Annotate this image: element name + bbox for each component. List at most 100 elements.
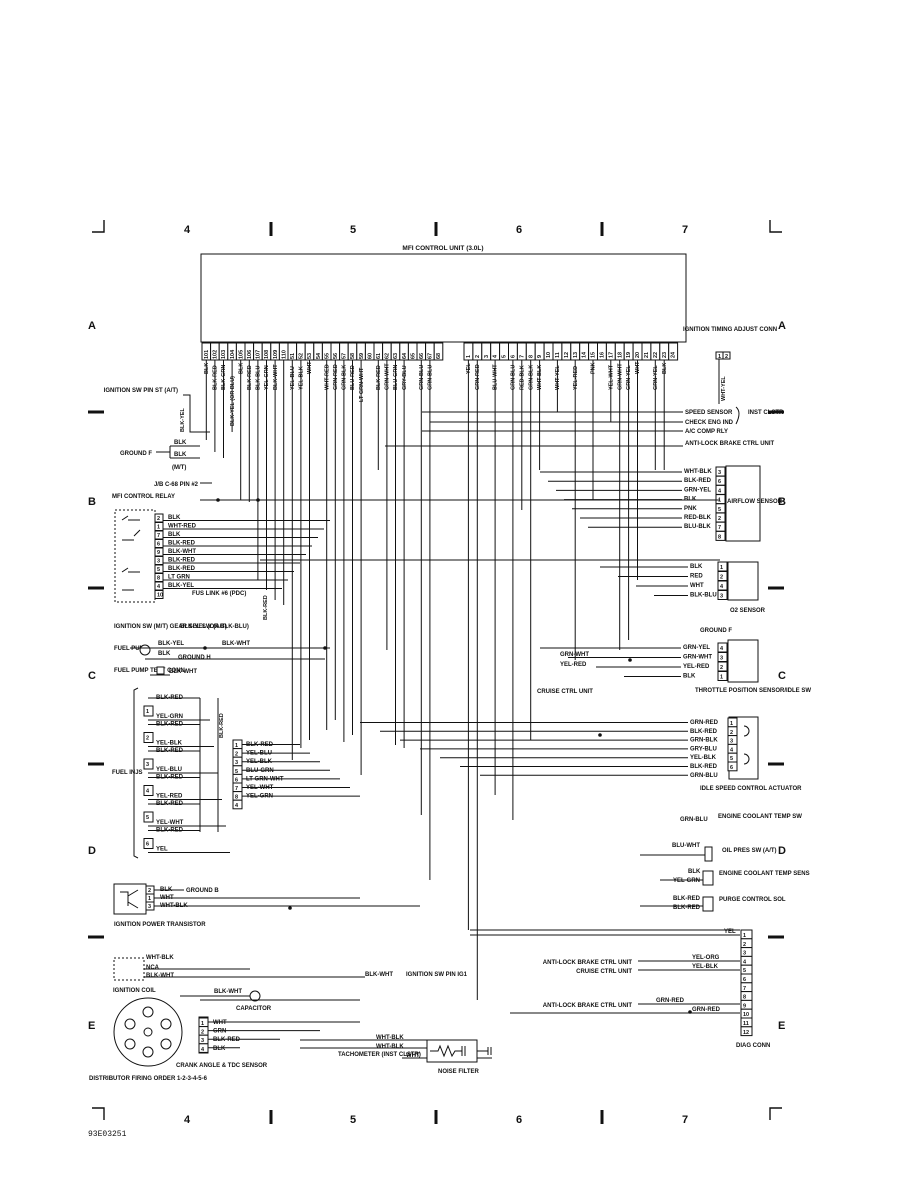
relay-wire-label: BLK-RED bbox=[168, 558, 196, 564]
ecu-wire-label: BLK-BLU bbox=[256, 366, 262, 390]
diag-wire-label: GRN-RED bbox=[692, 1007, 721, 1013]
col-label: 6 bbox=[516, 1114, 522, 1126]
row-label: A bbox=[88, 320, 96, 332]
relay-wire-label: WHT-RED bbox=[168, 524, 197, 530]
transistor-pin-number: 3 bbox=[148, 904, 151, 910]
ecu-pin-number: 23 bbox=[662, 352, 668, 358]
dist-pin-number: 4 bbox=[201, 1047, 205, 1053]
inj-conn-pin-number: 5 bbox=[235, 769, 238, 775]
relay-wire-label: BLK-RED bbox=[168, 566, 196, 572]
column-labels-top: 4 5 6 7 bbox=[184, 224, 688, 236]
corner-mark-bl bbox=[92, 1107, 105, 1120]
wire-label: WHT-BLK bbox=[146, 955, 174, 961]
dist-pin-number: 3 bbox=[201, 1038, 204, 1044]
col-label: 6 bbox=[516, 224, 522, 236]
wire-label: BLK-RED bbox=[673, 896, 701, 902]
isc-pin-number: 6 bbox=[730, 765, 733, 771]
diag-pin-number: 5 bbox=[743, 968, 746, 974]
row-labels-left: A B C D E bbox=[88, 320, 96, 1032]
splice bbox=[598, 733, 602, 737]
injector-wire-label: YEL-BLU bbox=[156, 767, 182, 773]
wire-label: GRN-BLU bbox=[680, 817, 708, 823]
dist-wire-label: WHT bbox=[213, 1020, 227, 1026]
ecu-pin-number: 17 bbox=[608, 352, 614, 358]
ground-f2-label: GROUND F bbox=[700, 628, 732, 634]
ecu-wire-label: WHT-YEL bbox=[555, 365, 561, 390]
airflow-pin-number: 4 bbox=[718, 488, 722, 494]
isc-label: IDLE SPEED CONTROL ACTUATOR bbox=[700, 786, 802, 792]
ecu-wire-label: BLU-RED bbox=[350, 365, 356, 390]
ecu-wire-label: WHT-RED bbox=[324, 364, 330, 390]
ecu-pin-number: 14 bbox=[582, 351, 588, 358]
injector bbox=[143, 732, 154, 743]
col-label: 5 bbox=[350, 1114, 356, 1126]
airflow-wire-label: PNK bbox=[684, 506, 697, 512]
diag-pin-number: 1 bbox=[743, 933, 746, 939]
ecu-wire-label: GRN-RED bbox=[333, 364, 339, 390]
ect-sens-label: ENGINE COOLANT TEMP SENS bbox=[719, 871, 810, 877]
relay-pin-number: 1 bbox=[157, 525, 160, 531]
oil-pres-label: OIL PRES SW (A/T) bbox=[722, 848, 777, 854]
isc-pin-number: 4 bbox=[730, 747, 734, 753]
splice bbox=[216, 498, 220, 502]
injector bbox=[143, 758, 154, 770]
diag-label: DIAG CONN bbox=[736, 1043, 770, 1049]
diag-pin-number: 9 bbox=[743, 1003, 746, 1009]
ecu-pin-number: 101 bbox=[204, 350, 210, 359]
right-top-labels: SPEED SENSOR CHECK ENG IND A/C COMP RLY … bbox=[385, 406, 784, 447]
injector-number: 5 bbox=[146, 815, 149, 821]
diag-dest-label: ANTI-LOCK BRAKE CTRL UNIT bbox=[543, 960, 633, 966]
isc-pin-number: 1 bbox=[730, 721, 733, 727]
ground-f-label: GROUND F bbox=[120, 451, 152, 457]
fuel-pump: FUEL PUMP BLK-YEL BLK BLK-WHT GROUND H F… bbox=[114, 641, 250, 675]
wire-label: BLK-RED bbox=[673, 905, 701, 911]
diag-pin-number: 11 bbox=[743, 1021, 749, 1027]
row-label: D bbox=[778, 845, 786, 857]
tps-pin bbox=[717, 671, 728, 681]
ecu-wire-label: PNK bbox=[591, 362, 597, 374]
ecu-pin-number: 12 bbox=[564, 352, 570, 358]
ecu-wire-label: WHT bbox=[635, 361, 641, 374]
injector-number: 6 bbox=[146, 842, 149, 848]
row-label: B bbox=[778, 496, 786, 508]
ecu-vertical-wires bbox=[205, 360, 665, 1000]
injector-number: 1 bbox=[146, 709, 149, 715]
dist-wire-label: GRN bbox=[213, 1029, 226, 1035]
wire-label: WHT-BLK bbox=[376, 1035, 404, 1041]
relay-wire-label: BLK bbox=[168, 532, 181, 538]
inj-conn-pin-number: 8 bbox=[235, 795, 238, 801]
ecu-pin-number: 59 bbox=[359, 353, 365, 359]
splice bbox=[628, 658, 632, 662]
speed-sensor-label: SPEED SENSOR bbox=[685, 410, 733, 416]
airflow-wire-label: WHT-BLK bbox=[684, 469, 712, 475]
ecu-wire-label: BLK-YEL (OR BLU) bbox=[230, 376, 236, 426]
splice bbox=[203, 646, 207, 650]
relay-pin-number: 5 bbox=[157, 567, 160, 573]
o2-pin-number: 4 bbox=[720, 584, 724, 590]
ecu-pin-number: 106 bbox=[247, 350, 253, 359]
airflow-wire-label: GRN-YEL bbox=[684, 487, 711, 493]
noise-filter-label: NOISE FILTER bbox=[438, 1069, 480, 1075]
ac-comp-label: A/C COMP RLY bbox=[685, 429, 728, 435]
wire-label: WHT-BLK bbox=[376, 1044, 404, 1050]
diag-pin-number: 3 bbox=[743, 951, 746, 957]
relay-pin-number: 2 bbox=[157, 516, 160, 522]
row-label: E bbox=[88, 1020, 95, 1032]
diag-wire-label: YEL bbox=[724, 929, 736, 935]
row-label: E bbox=[778, 1020, 785, 1032]
ecu-pin-number: 110 bbox=[281, 350, 287, 359]
injector-number: 4 bbox=[146, 789, 150, 795]
ecu-wire-label: YEL-WHT bbox=[608, 364, 614, 390]
row-labels-right: A B C D E bbox=[778, 320, 786, 1032]
ecu-pin-number: 52 bbox=[299, 353, 305, 359]
airflow-pin-number: 1 bbox=[718, 498, 721, 504]
inj-conn-pin-number: 7 bbox=[235, 786, 238, 792]
ecu-wire-label: GRN-WHT bbox=[617, 363, 623, 390]
ecu-wire-label: BLU-GRN bbox=[393, 365, 399, 390]
row-label: B bbox=[88, 496, 96, 508]
o2-wire-label: WHT bbox=[690, 583, 704, 589]
wire-label: BLK-YEL bbox=[158, 641, 184, 647]
wire-label: BLK-WHT bbox=[214, 989, 242, 995]
diag-pin-number: 10 bbox=[743, 1012, 749, 1018]
